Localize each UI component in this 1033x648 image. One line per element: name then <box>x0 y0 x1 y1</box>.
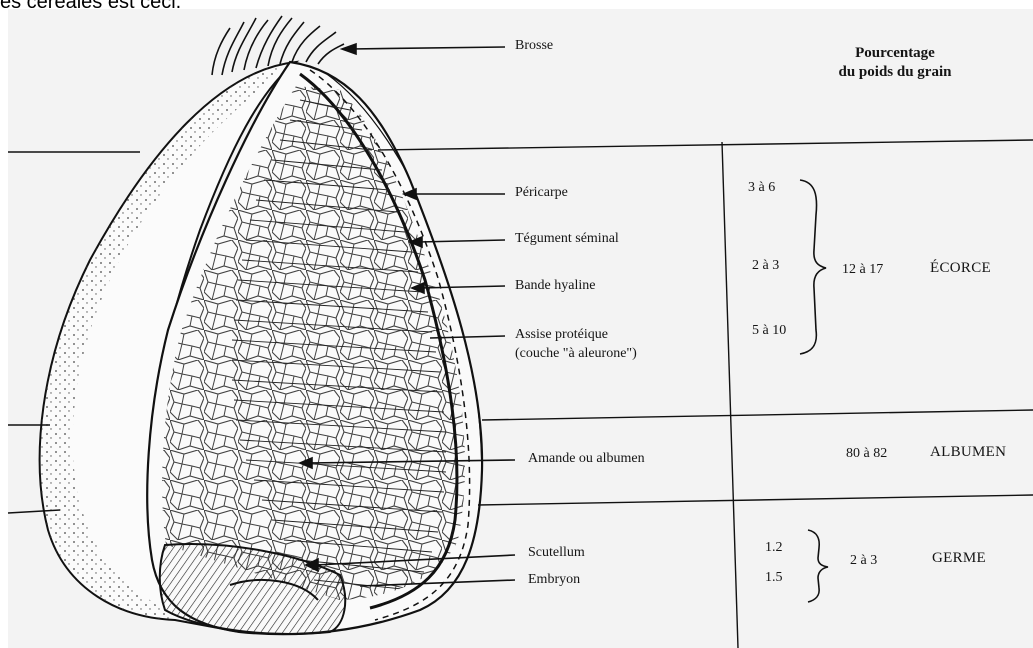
value-pericarpe: 3 à 6 <box>748 180 775 196</box>
label-pericarpe: Péricarpe <box>515 185 568 201</box>
value-tegument-bande: 2 à 3 <box>752 258 779 274</box>
percentage-header: Pourcentage du poids du grain <box>790 44 1000 82</box>
label-aleurone: (couche "à aleurone") <box>515 346 637 362</box>
category-albumen: ALBUMEN <box>930 444 1006 461</box>
value-assise: 5 à 10 <box>752 323 786 339</box>
braces <box>800 180 828 602</box>
category-ecorce: ÉCORCE <box>930 260 991 277</box>
category-germe: GERME <box>932 550 986 567</box>
value-scutellum: 1.2 <box>765 540 783 556</box>
header-line-1: Pourcentage <box>790 44 1000 63</box>
total-albumen: 80 à 82 <box>846 446 887 462</box>
total-germe: 2 à 3 <box>850 553 877 569</box>
label-tegument: Tégument séminal <box>515 231 619 247</box>
label-scutellum: Scutellum <box>528 545 585 561</box>
value-embryon: 1.5 <box>765 570 783 586</box>
total-ecorce: 12 à 17 <box>842 262 883 278</box>
label-brosse: Brosse <box>515 38 553 54</box>
header-line-2: du poids du grain <box>790 63 1000 82</box>
label-embryon: Embryon <box>528 572 580 588</box>
label-bande-hyaline: Bande hyaline <box>515 278 595 294</box>
label-assise-proteique: Assise protéique <box>515 327 608 343</box>
label-amande: Amande ou albumen <box>528 451 645 467</box>
